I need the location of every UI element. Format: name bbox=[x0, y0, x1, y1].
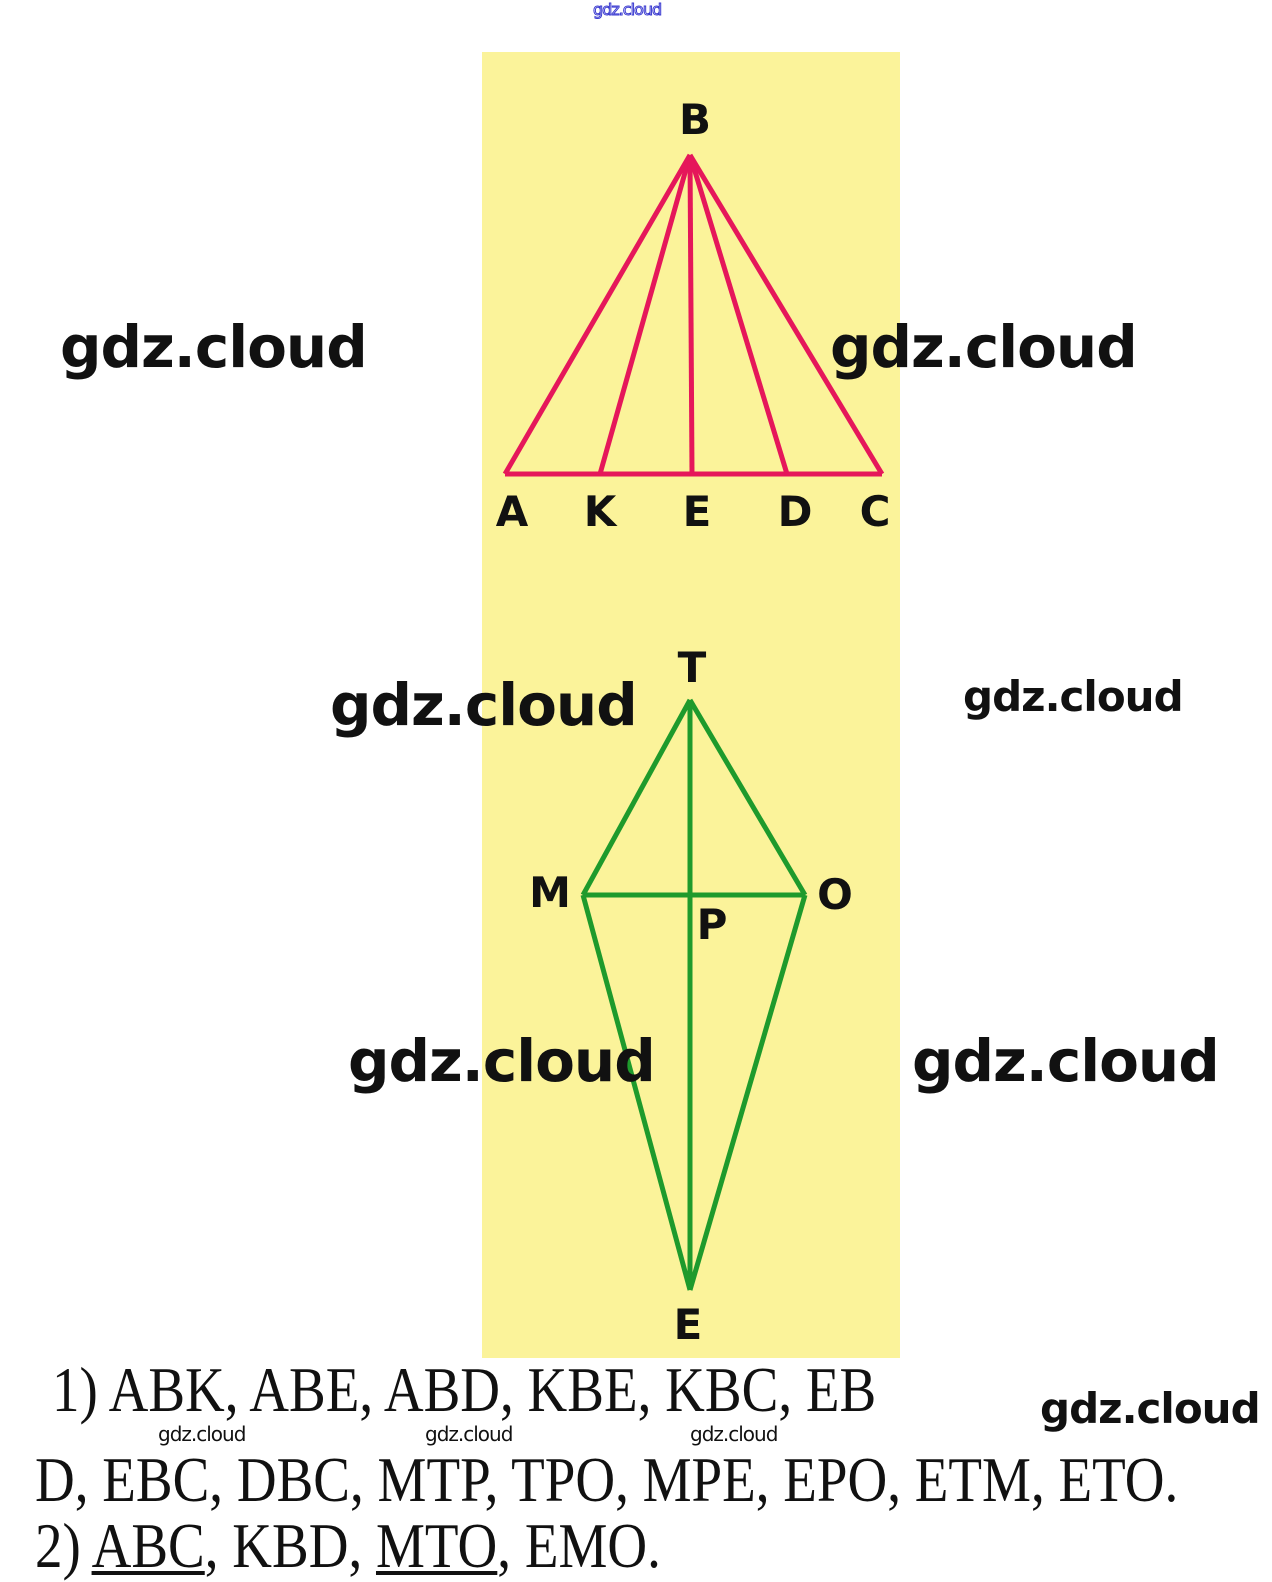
label-c: C bbox=[859, 487, 891, 536]
label-k: K bbox=[583, 487, 617, 536]
answer-line-2: D, EBC, DBC, MTP, TPO, MPE, EPO, ETM, ET… bbox=[35, 1444, 1179, 1515]
triangle-abc bbox=[502, 153, 885, 477]
label-o: O bbox=[817, 870, 853, 919]
segment-be bbox=[687, 154, 695, 475]
label-e-kite: E bbox=[673, 1300, 703, 1349]
segment-to bbox=[687, 698, 808, 897]
label-b: B bbox=[678, 95, 712, 144]
segment-bd bbox=[687, 154, 790, 475]
watermark-top: gdz.cloud bbox=[592, 0, 662, 19]
watermark: gdz.cloud bbox=[158, 1422, 246, 1446]
segment-bc bbox=[687, 153, 885, 476]
segment-ab bbox=[502, 153, 693, 476]
watermark: gdz.cloud bbox=[912, 1027, 1220, 1095]
watermark: gdz.cloud bbox=[963, 672, 1184, 721]
answer-line-1: 1) ABK, ABE, ABD, KBE, KBC, EB bbox=[52, 1354, 877, 1425]
watermark: gdz.cloud bbox=[1040, 1384, 1261, 1433]
label-a: A bbox=[495, 487, 529, 536]
segment-oe bbox=[687, 894, 808, 1291]
underlined-mto: MTO bbox=[375, 1510, 498, 1581]
segment-me bbox=[580, 894, 693, 1291]
label-p: P bbox=[696, 900, 728, 949]
underlined-abc: ABC bbox=[91, 1510, 205, 1581]
watermark: gdz.cloud bbox=[348, 1027, 656, 1095]
answer-line-3-suffix: , EMO. bbox=[497, 1510, 661, 1581]
watermark: gdz.cloud bbox=[425, 1422, 513, 1446]
label-m: M bbox=[529, 868, 571, 917]
label-e-triangle: E bbox=[682, 487, 712, 536]
answer-line-3-mid: , KBD, bbox=[204, 1510, 376, 1581]
watermark: gdz.cloud bbox=[60, 313, 368, 381]
watermark: gdz.cloud bbox=[830, 313, 1138, 381]
watermark: gdz.cloud bbox=[330, 671, 638, 739]
label-t: T bbox=[677, 643, 707, 692]
segment-tm bbox=[580, 698, 693, 897]
kite-mtoe bbox=[580, 698, 808, 1291]
label-d: D bbox=[777, 487, 813, 536]
segment-bk bbox=[597, 154, 693, 475]
answer-line-3: 2) ABC, KBD, MTO, EMO. bbox=[35, 1514, 661, 1578]
answer-line-3-prefix: 2) bbox=[35, 1510, 92, 1581]
watermark: gdz.cloud bbox=[690, 1422, 778, 1446]
